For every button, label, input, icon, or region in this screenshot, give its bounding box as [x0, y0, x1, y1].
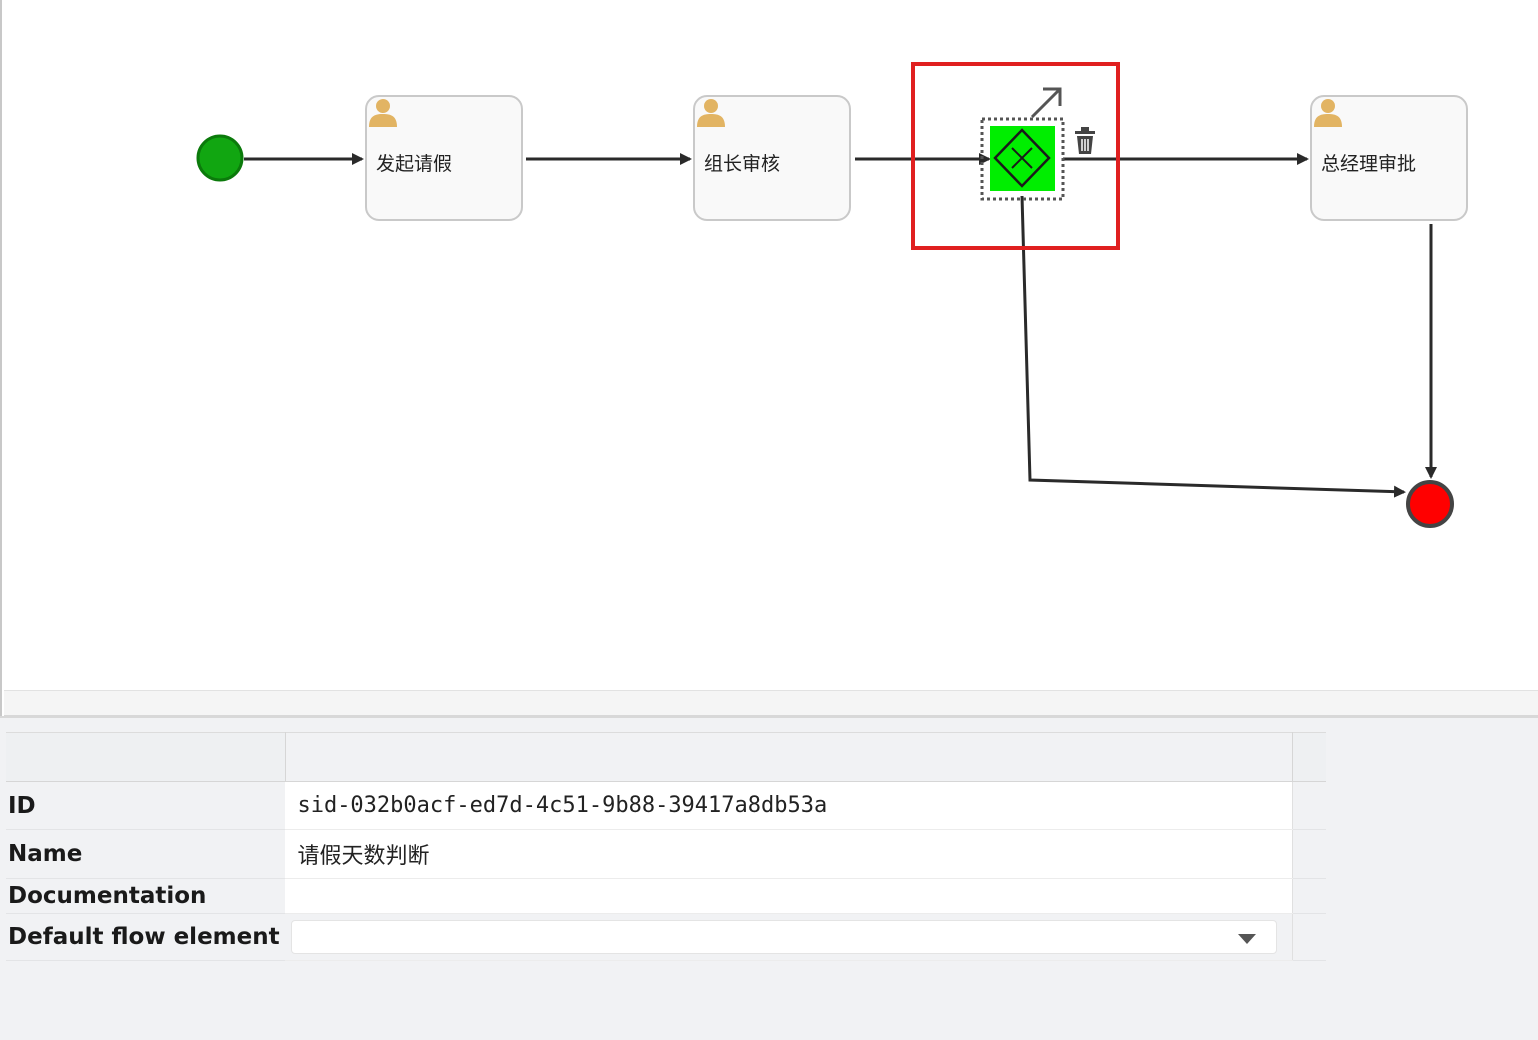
flow-diagram: [196, 62, 1454, 528]
chevron-down-icon[interactable]: [1238, 934, 1257, 944]
header-cell-end: [1292, 732, 1326, 782]
user-icon: [369, 99, 397, 127]
end-event[interactable]: [1406, 480, 1454, 528]
property-key: ID: [6, 781, 286, 830]
trash-icon[interactable]: [1075, 127, 1095, 154]
name-field[interactable]: 请假天数判断: [285, 829, 1293, 879]
user-task-initiate-leave[interactable]: 发起请假: [365, 95, 523, 221]
exclusive-gateway-icon: [1011, 147, 1033, 169]
properties-table: ID sid-032b0acf-ed7d-4c51-9b88-39417a8db…: [6, 732, 1326, 961]
default-flow-select[interactable]: [291, 920, 1278, 954]
start-event[interactable]: [196, 134, 244, 182]
user-task-gm-approval[interactable]: 总经理审批: [1310, 95, 1468, 221]
property-row-name[interactable]: Name 请假天数判断: [6, 829, 1326, 879]
canvas-horizontal-scrollbar[interactable]: [4, 690, 1538, 716]
documentation-field[interactable]: [285, 878, 1293, 914]
header-cell-value: [285, 732, 1293, 782]
user-task-team-leader-review[interactable]: 组长审核: [693, 95, 851, 221]
property-key: Documentation: [6, 878, 286, 914]
user-icon: [697, 99, 725, 127]
id-field[interactable]: sid-032b0acf-ed7d-4c51-9b88-39417a8db53a: [285, 781, 1293, 830]
header-cell-key: [6, 732, 286, 782]
property-key: Default flow element: [6, 913, 286, 961]
properties-header-row: [6, 732, 1326, 782]
task-label: 组长审核: [704, 153, 781, 175]
bpmn-canvas[interactable]: 发起请假 组长审核 总经理审批: [0, 0, 1538, 716]
exclusive-gateway[interactable]: [980, 117, 1065, 201]
task-label: 总经理审批: [1321, 153, 1417, 175]
property-row-default-flow[interactable]: Default flow element: [6, 913, 1326, 961]
user-icon: [1314, 99, 1342, 127]
property-row-id[interactable]: ID sid-032b0acf-ed7d-4c51-9b88-39417a8db…: [6, 781, 1326, 830]
selection-highlight: [911, 62, 1120, 250]
flow-gateway-to-end[interactable]: [1020, 195, 1406, 498]
property-key: Name: [6, 829, 286, 879]
properties-panel: ID sid-032b0acf-ed7d-4c51-9b88-39417a8db…: [0, 716, 1538, 1040]
property-row-documentation[interactable]: Documentation: [6, 878, 1326, 914]
arrow-connect-icon[interactable]: [1030, 87, 1062, 119]
task-label: 发起请假: [376, 153, 453, 175]
